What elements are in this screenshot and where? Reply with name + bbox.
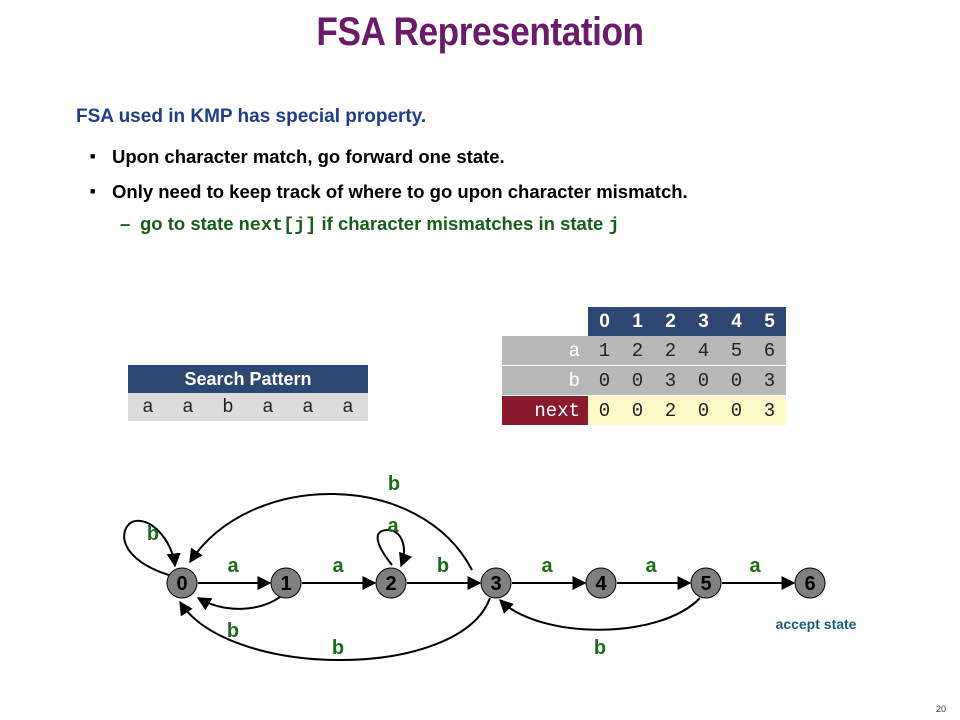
dfa-table: 0 1 2 3 4 5 a 1 2 2 4 5 6 b 0 0 3 0 0 3 …: [502, 307, 786, 425]
code-j: j: [608, 215, 620, 236]
state-label: 4: [595, 573, 607, 595]
self-loop-2-label: a: [387, 515, 399, 537]
square-bullet-icon: ■: [90, 151, 96, 162]
dfa-row-a: a 1 2 2 4 5 6: [502, 336, 786, 366]
arc-top: [189, 493, 473, 571]
edge-label: a: [645, 555, 657, 577]
dfa-row-label: a: [502, 336, 588, 366]
dfa-cell: 1: [588, 336, 621, 366]
accept-state-label: accept state: [776, 616, 857, 632]
state-node-0: 0: [166, 567, 198, 599]
dfa-cell: 0: [720, 395, 753, 425]
arc-1-0-label: b: [227, 620, 239, 642]
subtitle: FSA used in KMP has special property.: [76, 106, 427, 127]
pattern-char: a: [182, 396, 194, 418]
dash-icon: –: [120, 213, 131, 234]
search-pattern-table: Search Pattern a a b a a a: [128, 365, 368, 421]
search-pattern-row: a a b a a a: [128, 393, 368, 421]
self-loop-2: [376, 528, 413, 568]
dfa-cell: 5: [720, 336, 753, 366]
arc-3-0: [179, 597, 491, 661]
dfa-cell: 0: [687, 365, 720, 396]
edge-label: a: [227, 555, 239, 577]
state-node-5: 5: [690, 567, 722, 599]
pattern-char: a: [302, 396, 314, 418]
edge-label: a: [541, 555, 553, 577]
dfa-cell: 0: [621, 365, 654, 396]
state-label: 0: [176, 573, 187, 595]
state-node-4: 4: [585, 567, 617, 599]
dfa-col-header: 5: [753, 307, 786, 336]
bullet-item: ■ Only need to keep track of where to go …: [90, 181, 688, 203]
arc-5-3: [499, 597, 701, 631]
state-label: 1: [280, 573, 291, 595]
dfa-row-b: b 0 0 3 0 0 3: [502, 365, 786, 396]
dfa-row-next: next 0 0 2 0 0 3: [502, 395, 786, 425]
dfa-col-header: 3: [687, 307, 720, 336]
state-label: 2: [385, 573, 396, 595]
search-pattern-header: Search Pattern: [128, 365, 368, 393]
state-node-3: 3: [480, 567, 512, 599]
dfa-col-header: 1: [621, 307, 654, 336]
dfa-cell: 0: [588, 365, 621, 396]
page-title: FSA Representation: [316, 10, 644, 54]
state-node-1: 1: [270, 567, 302, 599]
dfa-row-label: b: [502, 365, 588, 396]
state-label: 3: [490, 573, 501, 595]
dfa-col-header: 4: [720, 307, 753, 336]
arc-5-3-label: b: [594, 637, 606, 659]
arc-top-label: b: [388, 473, 400, 495]
state-node-2: 2: [375, 567, 407, 599]
sub-bullet: –go to state next[j] if character mismat…: [120, 213, 620, 236]
pattern-char: a: [342, 396, 354, 418]
sub-bullet-pre: go to state: [140, 213, 239, 234]
pattern-char: a: [142, 396, 154, 418]
state-label: 5: [700, 573, 711, 595]
dfa-cell: 2: [621, 336, 654, 366]
square-bullet-icon: ■: [90, 186, 96, 197]
bullet-item: ■ Upon character match, go forward one st…: [90, 146, 505, 168]
self-loop-0: [123, 519, 181, 577]
pattern-char: a: [262, 396, 274, 418]
dfa-cell: 0: [720, 365, 753, 396]
dfa-cell: 2: [654, 336, 687, 366]
dfa-cell: 3: [753, 395, 786, 425]
pattern-char: b: [222, 396, 234, 418]
edge-label: a: [332, 555, 344, 577]
edge-label: b: [437, 555, 449, 577]
dfa-cell: 2: [654, 395, 687, 425]
dfa-header-row: 0 1 2 3 4 5: [502, 307, 786, 336]
sub-bullet-mid: if character mismatches in state: [316, 213, 609, 234]
bullet-text: Only need to keep track of where to go u…: [112, 181, 688, 202]
self-loop-0-label: b: [147, 523, 159, 545]
dfa-cell: 0: [687, 395, 720, 425]
dfa-cell: 3: [654, 365, 687, 396]
dfa-cell: 6: [753, 336, 786, 366]
code-next-j: next[j]: [238, 215, 317, 236]
bullet-text: Upon character match, go forward one sta…: [112, 146, 505, 167]
dfa-col-header: 0: [588, 307, 621, 336]
dfa-col-header: 2: [654, 307, 687, 336]
state-node-6: 6: [794, 567, 826, 599]
arc-1-0: [196, 593, 285, 611]
page-number: 20: [935, 704, 946, 714]
dfa-cell: 4: [687, 336, 720, 366]
dfa-cell: 0: [621, 395, 654, 425]
dfa-cell: 0: [588, 395, 621, 425]
dfa-row-label: next: [502, 395, 588, 425]
arc-3-0-label: b: [332, 637, 344, 659]
edge-label: a: [749, 555, 761, 577]
state-label: 6: [804, 573, 815, 595]
dfa-cell: 3: [753, 365, 786, 396]
